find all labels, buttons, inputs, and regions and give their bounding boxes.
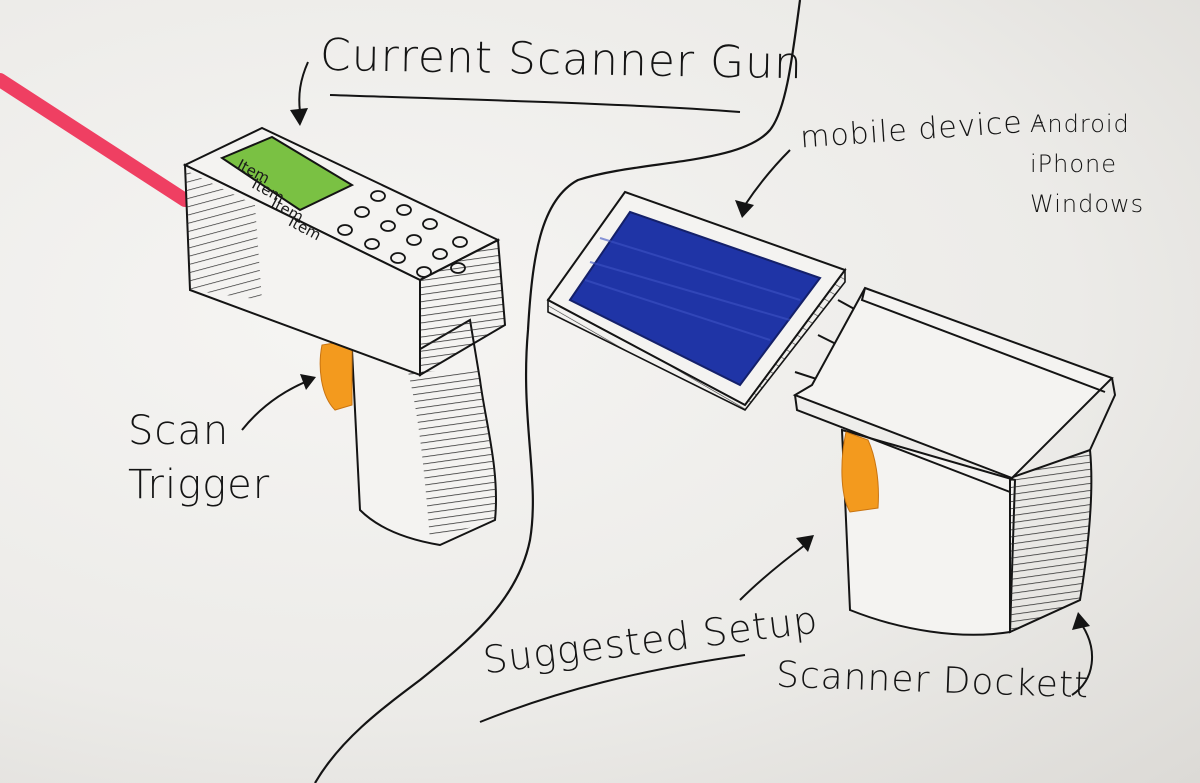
- current-scanner-gun: [182, 61, 741, 547]
- label-platforms: Android iPhone Windows: [1030, 104, 1144, 224]
- dock-trigger: [841, 431, 879, 513]
- label-platform-windows: Windows: [1030, 190, 1145, 218]
- label-scan-trigger-line2: Trigger: [128, 462, 271, 508]
- scan-trigger: [319, 339, 353, 411]
- laser-line: [0, 73, 192, 207]
- arrow-suggested-setup: [739, 544, 806, 601]
- arrow-scan-trigger: [241, 379, 311, 431]
- label-current-scanner-gun: Current Scanner Gun: [319, 29, 804, 90]
- scanner-body-end: [419, 238, 507, 377]
- scanner-dockett: [479, 286, 1117, 723]
- label-platform-android: Android: [1030, 110, 1130, 138]
- divider-line: [314, 0, 802, 783]
- arrow-mobile-device: [744, 149, 791, 206]
- dock-top: [792, 286, 1114, 480]
- label-scan-trigger: Scan Trigger: [128, 404, 270, 512]
- label-platform-iphone: iPhone: [1030, 150, 1118, 178]
- scanner-keypad: [337, 190, 468, 278]
- arrow-current-scanner: [298, 61, 309, 113]
- underline-current: [329, 94, 741, 113]
- underline-suggested: [479, 654, 746, 723]
- scanner-screen: [219, 135, 355, 212]
- mobile-device-edge: [547, 267, 846, 412]
- arrow-scanner-dockett: [1071, 624, 1094, 696]
- label-scan-trigger-line1: Scan: [128, 408, 230, 454]
- mobile-device: [546, 149, 847, 412]
